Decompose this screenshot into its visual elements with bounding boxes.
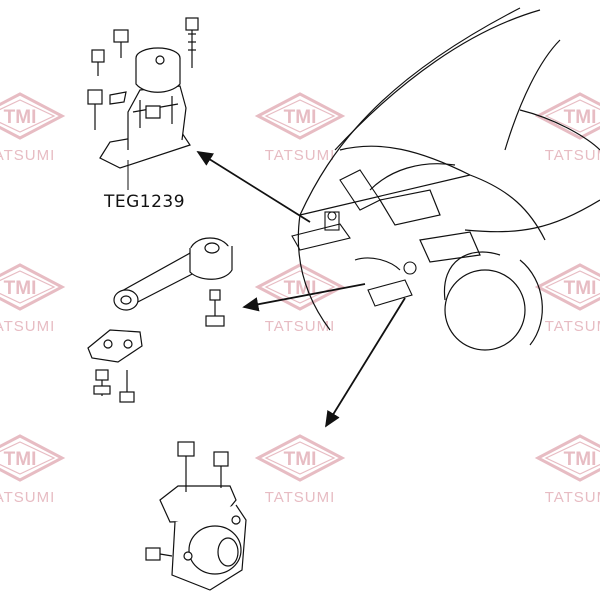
torque-rod-mount <box>87 237 233 403</box>
lower-engine-mount <box>145 441 247 591</box>
engine-bay-mounts <box>291 169 417 307</box>
callout-arrows <box>196 151 406 428</box>
part-number-label: TEG1239 <box>104 192 186 212</box>
watermark-layer <box>0 92 600 508</box>
car-front-illustration <box>297 7 600 351</box>
upper-engine-mount <box>87 17 199 169</box>
